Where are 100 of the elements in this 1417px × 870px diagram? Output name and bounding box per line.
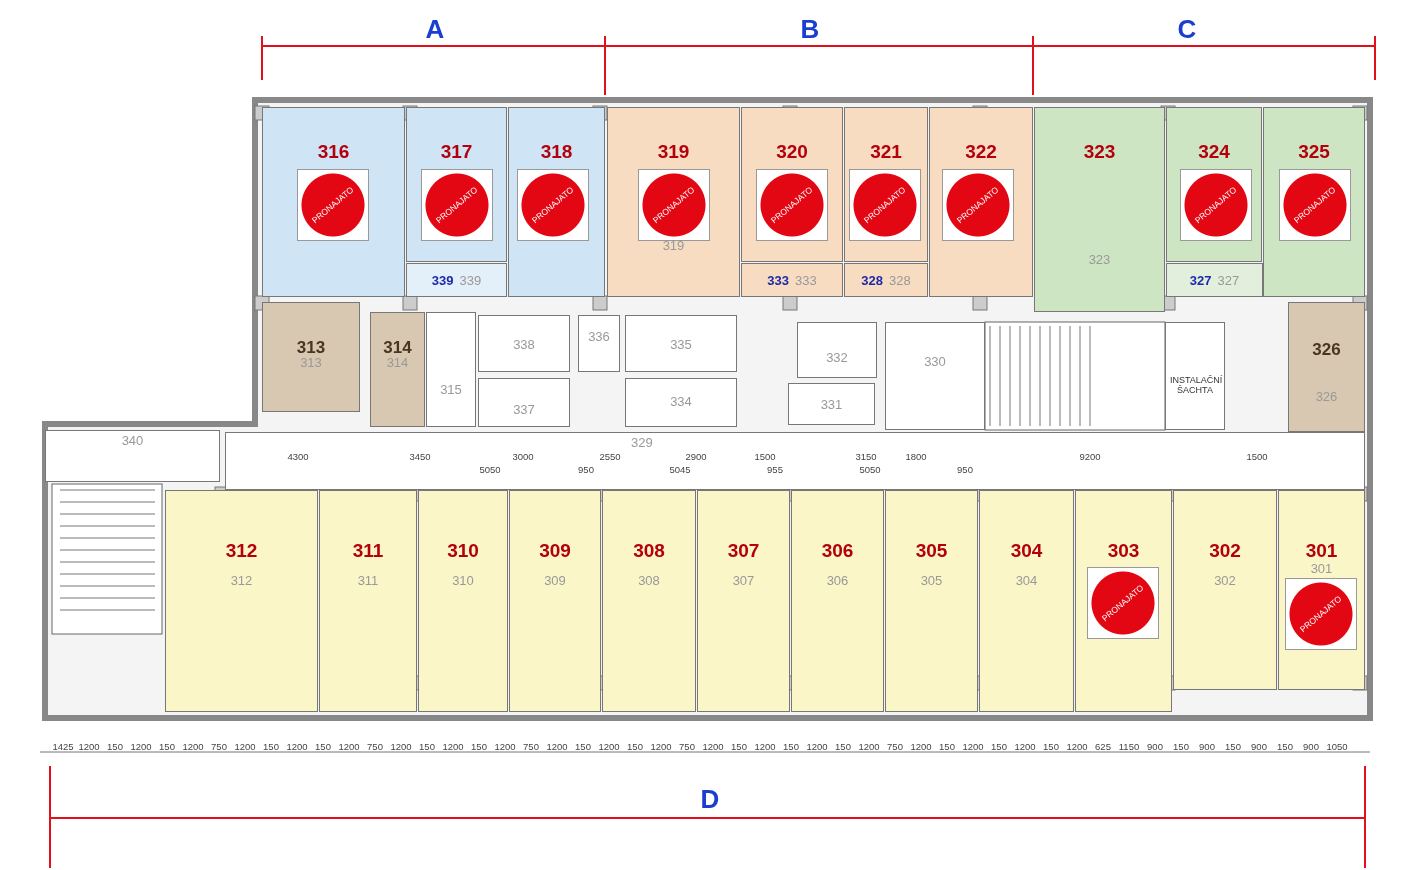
- room-number: 329: [631, 436, 653, 449]
- dimension-label: 1200: [130, 741, 152, 752]
- room-number: 330: [924, 355, 946, 368]
- dimension-label: 750: [679, 741, 695, 752]
- dimension-label: 1200: [858, 741, 880, 752]
- dimension-label: 150: [263, 741, 279, 752]
- room-number: 315: [440, 383, 462, 396]
- rented-stamp: [1086, 566, 1159, 639]
- room-number: 336: [588, 330, 610, 343]
- dimension-label: 950: [957, 464, 973, 475]
- room-number: 328: [861, 273, 883, 287]
- dimension-label: 150: [1277, 741, 1293, 752]
- dimension-label: 9200: [1079, 451, 1101, 462]
- room-area: [797, 322, 877, 378]
- dimension-label: 1200: [182, 741, 204, 752]
- room-area: [791, 490, 884, 712]
- dimension-label: 150: [419, 741, 435, 752]
- dimension-label: 1050: [1326, 741, 1348, 752]
- dimension-label: 1150: [1118, 741, 1140, 752]
- rented-stamp: [848, 168, 921, 241]
- room-number: 313: [300, 356, 322, 369]
- dimension-label: 900: [1251, 741, 1267, 752]
- dimension-label: 150: [1225, 741, 1241, 752]
- room-number: 328: [889, 273, 911, 287]
- room-area: [1166, 263, 1263, 297]
- room-number: 311: [357, 574, 379, 587]
- dimension-label: 1200: [390, 741, 412, 752]
- room-area: [979, 490, 1074, 712]
- room-area: [625, 315, 737, 372]
- room-area: [1263, 107, 1365, 297]
- room-number: 326: [1312, 341, 1341, 358]
- dimension-label: 955: [767, 464, 783, 475]
- dimension-label: 150: [1173, 741, 1189, 752]
- room-number: 327: [1189, 273, 1212, 287]
- room-number: 302: [1209, 541, 1241, 560]
- dimension-label: 150: [471, 741, 487, 752]
- dimension-label: 1800: [905, 451, 927, 462]
- dimension-label: 5045: [669, 464, 691, 475]
- rented-stamp: [516, 168, 589, 241]
- room-area: [406, 263, 507, 297]
- dimension-label: 1200: [442, 741, 464, 752]
- room-number: 309: [539, 541, 571, 560]
- rented-stamp: [1179, 168, 1252, 241]
- room-area: [578, 315, 620, 372]
- room-area: [319, 490, 417, 712]
- dimension-label: 1200: [962, 741, 984, 752]
- section-letter: D: [700, 784, 720, 815]
- room-area: [1288, 302, 1365, 432]
- room-number: 323: [1088, 253, 1111, 266]
- room-area: [607, 107, 740, 297]
- room-number: 333: [795, 273, 817, 287]
- dimension-label: 150: [575, 741, 591, 752]
- room-area: [885, 322, 985, 430]
- dimension-label: 1200: [754, 741, 776, 752]
- dimension-label: 1200: [286, 741, 308, 752]
- room-area: [262, 107, 405, 297]
- dimension-label: 1200: [494, 741, 516, 752]
- rented-stamp: [1284, 577, 1357, 650]
- room-area: [1034, 107, 1165, 312]
- dimension-label: 150: [835, 741, 851, 752]
- room-area: [418, 490, 508, 712]
- dimension-label: 150: [627, 741, 643, 752]
- rented-stamp: [420, 168, 493, 241]
- room-number: 337: [513, 403, 535, 416]
- dimension-label: 1200: [338, 741, 360, 752]
- room-number: 312: [230, 574, 253, 587]
- room-number: 306: [821, 541, 854, 560]
- rented-stamp: [1278, 168, 1351, 241]
- room-number: 304: [1010, 541, 1043, 560]
- dimension-label: 150: [315, 741, 331, 752]
- dimension-label: 750: [211, 741, 227, 752]
- room-number: 301: [1310, 562, 1333, 575]
- room-number: 339: [459, 273, 482, 287]
- room-area: [788, 383, 875, 425]
- room-area: [478, 378, 570, 427]
- rented-stamp: [941, 168, 1014, 241]
- room-number: 324: [1198, 142, 1230, 161]
- shaft-label: INSTALAČNÍ ŠACHTA: [1170, 375, 1220, 395]
- room-number: 317: [440, 142, 473, 161]
- room-number: 340: [121, 434, 144, 447]
- dimension-label: 2900: [685, 451, 707, 462]
- dimension-label: 150: [991, 741, 1007, 752]
- dimension-label: 1200: [234, 741, 256, 752]
- rented-stamp: [296, 168, 369, 241]
- room-number: 307: [732, 574, 755, 587]
- room-number: 331: [820, 398, 843, 411]
- room-number: 302: [1214, 574, 1236, 587]
- room-number: 311: [352, 541, 384, 560]
- dimension-label: 750: [523, 741, 539, 752]
- room-area: [406, 107, 507, 262]
- dimension-label: 1200: [1014, 741, 1036, 752]
- room-number: 321: [870, 142, 902, 161]
- room-number: 323: [1083, 142, 1116, 161]
- dimension-label: 150: [783, 741, 799, 752]
- corridor: [225, 432, 1365, 490]
- section-letter: A: [425, 14, 445, 45]
- rented-stamp: [755, 168, 828, 241]
- dimension-label: 3150: [855, 451, 877, 462]
- room-area: [262, 302, 360, 412]
- room-area: [885, 490, 978, 712]
